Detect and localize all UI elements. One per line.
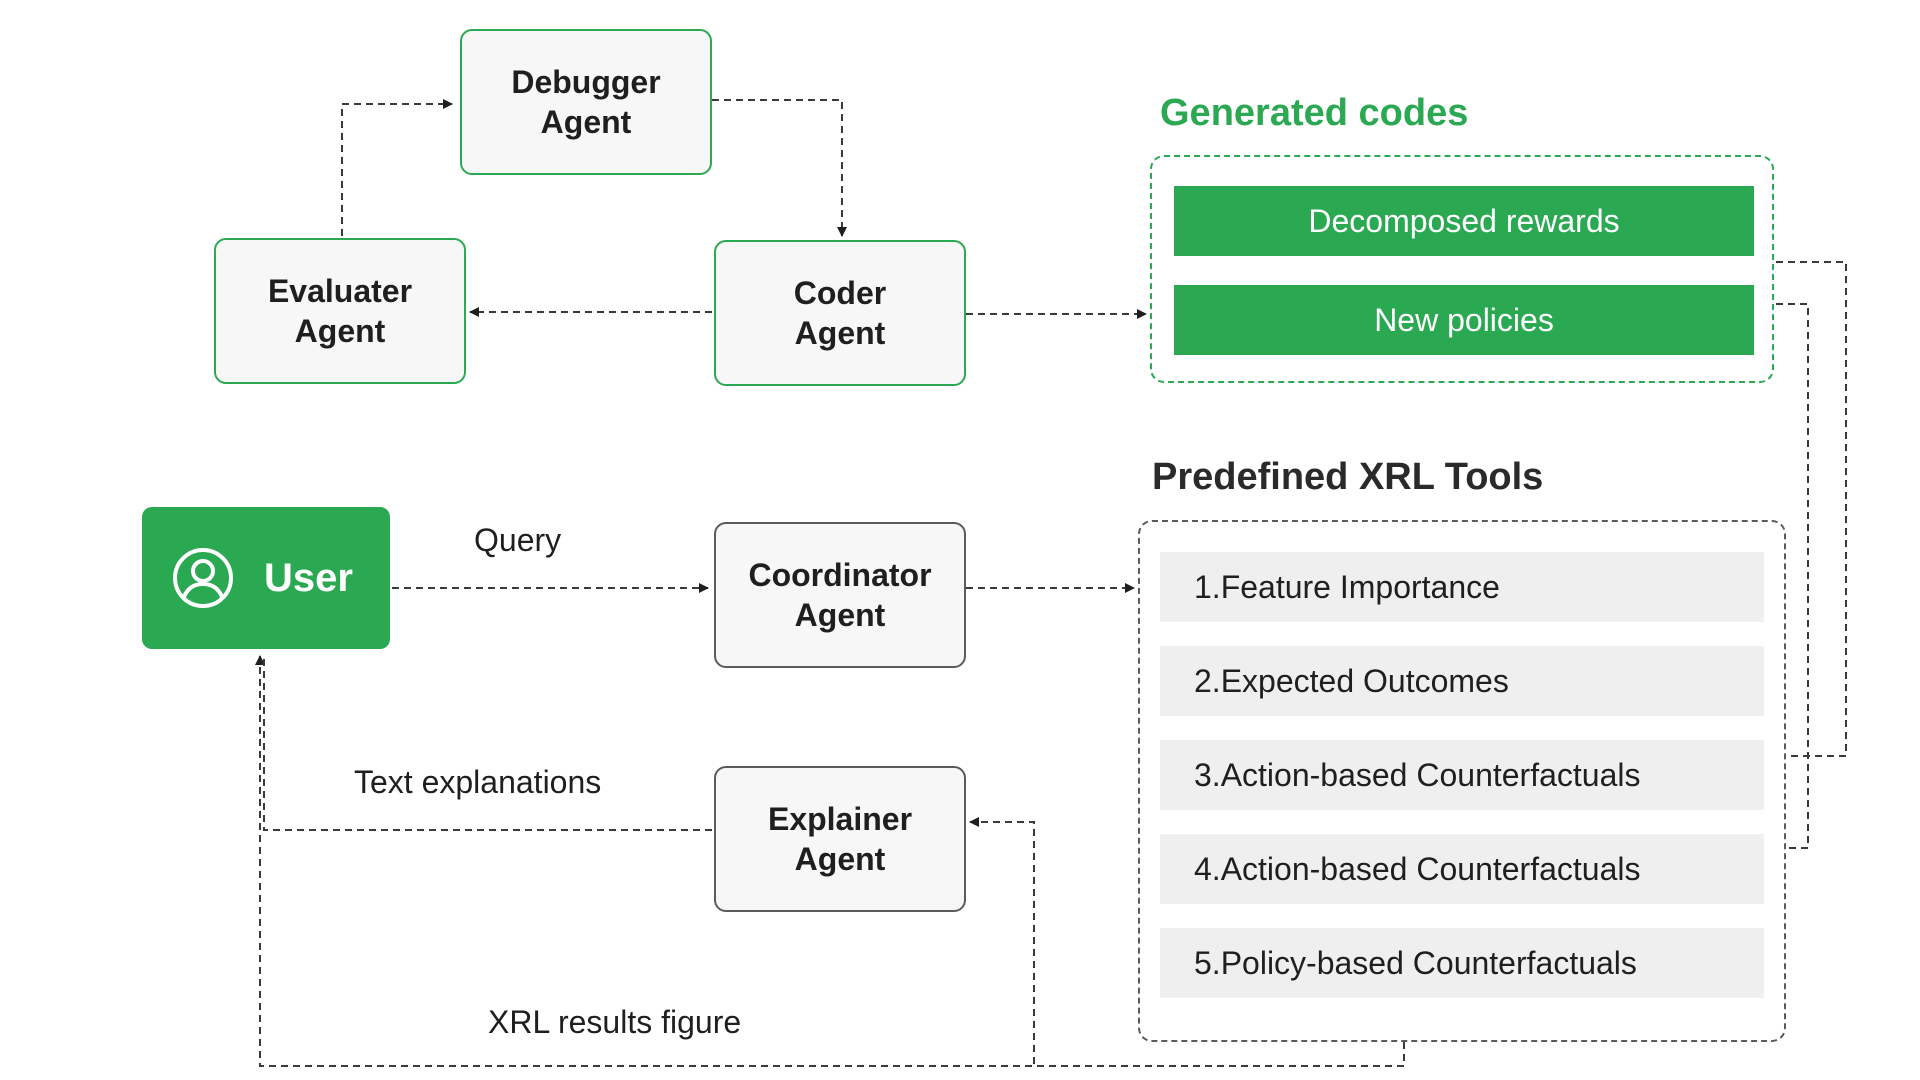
edge-label-query: Query [474,522,562,558]
tool-item-expected-outcomes: 2.Expected Outcomes [1160,646,1764,716]
generated-codes-title: Generated codes [1160,92,1469,134]
edge-generated-policies-to-tools [1776,303,1809,849]
debugger-agent-label-line2: Agent [540,104,632,140]
explainer-agent-node: Explainer Agent [714,766,966,912]
tool-item-feature-importance: 1.Feature Importance [1160,552,1764,622]
coder-agent-label-line2: Agent [794,315,886,351]
edge-evaluater-to-debugger [341,99,453,236]
edge-tools-to-user [255,655,1404,1067]
evaluater-agent-node: Evaluater Agent [214,238,466,384]
predefined-xrl-tools-group [1138,520,1786,1042]
explainer-agent-label-line2: Agent [794,841,886,877]
debugger-agent-label-line1: Debugger [511,64,661,100]
debugger-agent-node: Debugger Agent [460,29,712,175]
edge-debugger-to-coder [712,99,847,237]
predefined-xrl-tools-title: Predefined XRL Tools [1152,456,1544,498]
explainer-agent-label-line1: Explainer [767,801,913,837]
edge-generated-rewards-to-tools [1776,261,1847,757]
tool-item-policy-counterfactuals: 5.Policy-based Counterfactuals [1160,928,1764,998]
evaluater-agent-label-line1: Evaluater [267,273,413,309]
tool-item-action-counterfactuals-4: 4.Action-based Counterfactuals [1160,834,1764,904]
generated-codes-group [1150,155,1774,383]
edge-label-text-explanations: Text explanations [354,764,602,800]
edge-tools-to-explainer [969,817,1405,1067]
edge-label-xrl-results-figure: XRL results figure [488,1004,742,1040]
user-avatar-icon [173,548,233,608]
user-node: User [142,507,390,649]
coordinator-agent-label-line1: Coordinator [748,557,932,593]
evaluater-agent-label-line2: Agent [294,313,386,349]
user-label: User [264,555,353,600]
edge-explainer-to-user [263,656,712,831]
coordinator-agent-label-line2: Agent [794,597,886,633]
code-item-decomposed-rewards: Decomposed rewards [1174,186,1754,256]
tool-item-action-counterfactuals-3: 3.Action-based Counterfactuals [1160,740,1764,810]
coordinator-agent-node: Coordinator Agent [714,522,966,668]
coder-agent-label-line1: Coder [793,275,887,311]
code-item-new-policies: New policies [1174,285,1754,355]
coder-agent-node: Coder Agent [714,240,966,386]
